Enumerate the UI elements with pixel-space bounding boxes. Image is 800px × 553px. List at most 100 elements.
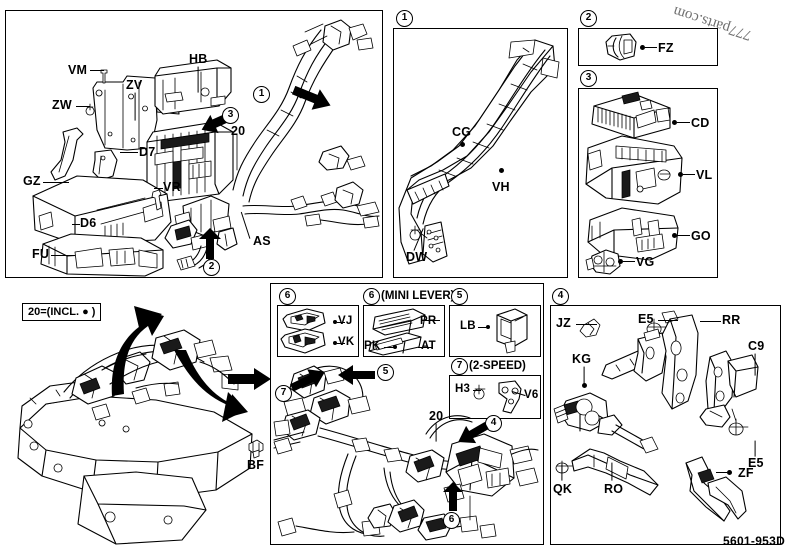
label-h3: H3: [455, 383, 471, 395]
dot-lb: [486, 325, 490, 329]
panel-5-number: 5: [451, 288, 468, 305]
label-qk: QK: [553, 482, 573, 496]
bf-part-artwork: [245, 438, 267, 460]
dot-vk: [333, 341, 337, 345]
leader-h3: [473, 390, 481, 392]
label-as: AS: [253, 234, 271, 248]
leader-qk: [561, 464, 563, 481]
panel-7-container: [270, 283, 544, 545]
label-c9: C9: [748, 339, 765, 353]
leader-vr: [154, 188, 163, 190]
panel-6b-number: 6: [363, 288, 380, 305]
label-vg: VG: [636, 255, 655, 269]
overview-arrow-down-right: [170, 348, 252, 440]
dot-cd: [672, 120, 677, 125]
callout-arrow-7: [290, 368, 328, 392]
callout-number-1: 1: [253, 86, 270, 103]
label-e5-top: E5: [638, 312, 654, 326]
callout-number-6: 6: [443, 512, 460, 529]
panel-5-artwork: [449, 305, 541, 357]
label-jz: JZ: [556, 316, 571, 330]
callout-arrow-6: [442, 482, 464, 512]
leader-go: [677, 235, 690, 237]
callout-number-7: 7: [275, 385, 292, 402]
label-vh: VH: [492, 180, 510, 194]
leader-vl: [683, 174, 695, 176]
panel-1-number: 1: [396, 10, 413, 27]
callout-number-2: 2: [203, 259, 220, 276]
panel-2-artwork: [578, 28, 718, 66]
callout-arrow-2: [198, 228, 222, 260]
callout-arrow-5: [338, 365, 376, 385]
leader-zw: [76, 106, 90, 108]
dot-fz: [640, 45, 645, 50]
label-cg: CG: [452, 125, 472, 139]
leader-e5-bottom: [754, 440, 756, 457]
panel-2-number: 2: [580, 10, 597, 27]
panel-6b-title: (MINI LEVER): [381, 290, 455, 302]
panel-7-detail-title: (2-SPEED): [469, 360, 526, 372]
label-zf: ZF: [738, 466, 754, 480]
label-fu: FU: [32, 247, 50, 261]
overview-arrow-up: [104, 298, 172, 398]
label-v6: V6: [524, 389, 539, 401]
leader-zv: [134, 92, 136, 121]
leader-lb: [478, 327, 487, 329]
leader-zf: [716, 472, 727, 474]
dot-go: [672, 233, 677, 238]
dot-kg: [582, 383, 587, 388]
label-pk: PK: [364, 340, 381, 352]
leader-vm: [90, 70, 104, 72]
leader-rr: [700, 321, 721, 323]
leader-vj: [337, 322, 345, 324]
panel-4-brackets: [550, 305, 781, 545]
label-bf: BF: [247, 458, 265, 472]
label-e5-bottom: E5: [748, 456, 764, 470]
leader-hb: [197, 66, 199, 93]
label-zw: ZW: [52, 98, 72, 112]
leader-jz: [576, 324, 597, 326]
overview-arrow-right: [228, 368, 272, 390]
callout-arrow-1: [290, 85, 334, 113]
label-ro: RO: [604, 482, 624, 496]
drawing-number: 5601-953D: [723, 534, 786, 548]
label-d7: D7: [139, 145, 156, 159]
label-d6: D6: [80, 216, 97, 230]
main-assembly-panel: [5, 10, 383, 278]
panel-3-artwork: [578, 88, 718, 278]
leader-fu: [51, 255, 75, 257]
leader-c9: [754, 353, 756, 376]
leader-fz: [645, 47, 657, 49]
panel-6b-artwork: [363, 305, 445, 357]
leader-cd: [677, 122, 690, 124]
label-lb: LB: [460, 320, 476, 332]
dot-vj: [333, 320, 337, 324]
panel-6a-artwork: [277, 305, 359, 357]
label-fz: FZ: [658, 41, 674, 55]
panel-4-artwork: [550, 305, 781, 545]
leader-at: [418, 347, 432, 349]
label-rr: RR: [722, 313, 741, 327]
leader-e5-top: [658, 320, 678, 322]
panel-1-artwork: [393, 28, 568, 278]
dot-vh: [499, 168, 504, 173]
leader-ro: [611, 462, 613, 481]
leader-20-panel7: [435, 423, 437, 442]
panel-6-switch-pads: [277, 305, 359, 357]
label-at: AT: [421, 340, 436, 352]
incl-note-box: 20=(INCL. ● ): [22, 303, 102, 321]
callout-number-3: 3: [222, 107, 239, 124]
label-hb: HB: [189, 52, 208, 66]
leader-d6: [72, 224, 80, 226]
panel-6a-number: 6: [279, 288, 296, 305]
label-kg: KG: [572, 352, 592, 366]
leader-vg: [623, 261, 635, 263]
panel-5-switch: [449, 305, 541, 357]
label-20-main: 20: [231, 124, 246, 138]
leader-vk: [337, 343, 345, 345]
leader-kg: [583, 366, 585, 385]
dot-pk: [393, 345, 397, 349]
label-go: GO: [691, 229, 711, 243]
dot-zf: [727, 470, 732, 475]
